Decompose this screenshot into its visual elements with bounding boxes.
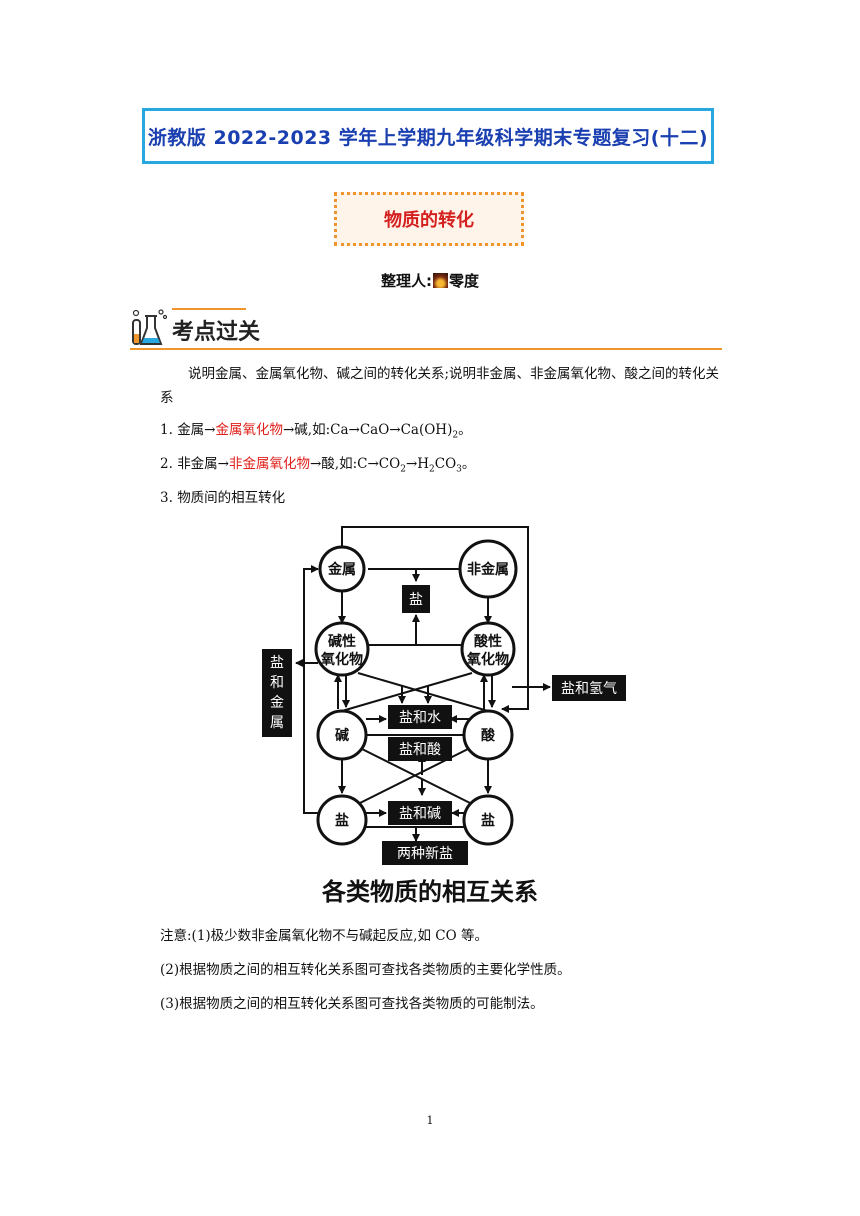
salt-base-box bbox=[388, 801, 452, 825]
salt-water-label: 盐和水 bbox=[399, 710, 441, 726]
section-header: 考点过关 bbox=[130, 306, 722, 350]
point-2-text-mid2: CO bbox=[434, 456, 457, 472]
organizer-name: 零度 bbox=[448, 272, 479, 290]
point-2-highlight: 非金属氧化物 bbox=[229, 456, 310, 472]
point-1-subscript: 2 bbox=[452, 430, 459, 441]
flame-icon bbox=[432, 273, 448, 288]
note-3: (3)根据物质之间的相互转化关系图可查找各类物质的可能制法。 bbox=[160, 996, 544, 1012]
nonmetal-label: 非金属 bbox=[467, 561, 509, 578]
point-3: 3. 物质间的相互转化 bbox=[160, 486, 730, 510]
salt-acid-box bbox=[388, 737, 452, 761]
salt-metal-box bbox=[262, 649, 292, 737]
salt-left-label: 盐 bbox=[335, 812, 349, 829]
salt-hydrogen-box bbox=[552, 675, 626, 701]
point-1-number: 1. bbox=[160, 422, 173, 438]
note-2: (2)根据物质之间的相互转化关系图可查找各类物质的主要化学性质。 bbox=[160, 962, 571, 978]
acidic-oxide-node bbox=[460, 621, 516, 677]
point-2-text-c: 。 bbox=[461, 456, 476, 472]
basic-oxide-node bbox=[314, 621, 370, 677]
topic-title-box: 物质的转化 bbox=[334, 192, 524, 246]
section-header-underline bbox=[130, 348, 722, 350]
acid-label: 酸 bbox=[481, 727, 496, 744]
salt-base-label: 盐和碱 bbox=[399, 806, 441, 822]
salt-acid-label: 盐和酸 bbox=[399, 742, 441, 758]
nonmetal-node bbox=[458, 539, 518, 599]
salt-right-label: 盐 bbox=[481, 812, 495, 829]
basic-oxide-label-2: 氧化物 bbox=[320, 651, 363, 668]
point-2-subscript-3: 3 bbox=[456, 464, 462, 475]
document-title-box: 浙教版 2022-2023 学年上学期九年级科学期末专题复习(十二) bbox=[142, 108, 714, 164]
topic-title: 物质的转化 bbox=[384, 210, 474, 231]
salt-metal-label-1: 盐 bbox=[270, 655, 284, 671]
base-node bbox=[316, 709, 368, 761]
point-1-text-b: →碱,如:Ca→CaO→Ca(OH) bbox=[283, 422, 453, 438]
organizer-label: 整理人: bbox=[380, 272, 432, 290]
salt-metal-label-4: 属 bbox=[270, 715, 284, 731]
salt-right-node bbox=[462, 794, 514, 846]
base-label: 碱 bbox=[335, 727, 349, 744]
document-title: 浙教版 2022-2023 学年上学期九年级科学期末专题复习(十二) bbox=[147, 126, 709, 149]
point-2-subscript-1: 2 bbox=[400, 464, 406, 475]
point-3-number: 3. bbox=[160, 490, 173, 506]
two-salts-box bbox=[382, 841, 468, 865]
intro-paragraph: 说明金属、金属氧化物、碱之间的转化关系;说明非金属、非金属氧化物、酸之间的转化关… bbox=[160, 366, 720, 406]
point-3-text: 物质间的相互转化 bbox=[177, 490, 286, 506]
diagram-caption: 各类物质的相互关系 bbox=[322, 878, 538, 906]
section-title: 考点过关 bbox=[172, 320, 261, 345]
point-1-text-a: 金属→ bbox=[177, 422, 216, 438]
metal-node bbox=[318, 545, 366, 593]
point-2-number: 2. bbox=[160, 456, 173, 472]
basic-oxide-label-1: 碱性 bbox=[328, 633, 356, 650]
lab-flask-icon bbox=[132, 309, 168, 345]
point-1-highlight: 金属氧化物 bbox=[215, 422, 284, 438]
substance-relation-diagram: 金属 非金属 碱性 氧化物 酸性 氧化物 碱 酸 盐 盐 盐 盐 和 金 属 盐… bbox=[262, 526, 626, 865]
organizer-line: 整理人: 零度 bbox=[0, 270, 860, 291]
acidic-oxide-label-1: 酸性 bbox=[474, 633, 502, 650]
salt-hydrogen-label: 盐和氢气 bbox=[561, 681, 617, 697]
point-2-text-mid: →H bbox=[405, 456, 430, 472]
acid-node bbox=[462, 709, 514, 761]
two-salts-label: 两种新盐 bbox=[397, 846, 453, 862]
point-2-text-b: →酸,如:C→CO bbox=[310, 456, 401, 472]
salt-metal-label-2: 和 bbox=[270, 675, 284, 691]
point-1: 1. 金属→金属氧化物→碱,如:Ca→CaO→Ca(OH)2。 bbox=[160, 418, 730, 448]
salt-water-box bbox=[388, 705, 452, 729]
note-1: 注意:(1)极少数非金属氧化物不与碱起反应,如 CO 等。 bbox=[160, 928, 488, 944]
point-2: 2. 非金属→非金属氧化物→酸,如:C→CO2→H2CO3。 bbox=[160, 452, 730, 482]
point-2-subscript-2: 2 bbox=[429, 464, 435, 475]
point-2-text-a: 非金属→ bbox=[177, 456, 229, 472]
salt-top-label: 盐 bbox=[409, 592, 423, 608]
page-number: 1 bbox=[426, 1114, 434, 1127]
salt-left-node bbox=[316, 794, 368, 846]
salt-top-box bbox=[402, 585, 430, 613]
section-header-topline bbox=[172, 308, 246, 310]
metal-label: 金属 bbox=[327, 561, 356, 578]
acidic-oxide-label-2: 氧化物 bbox=[466, 651, 509, 668]
point-1-text-c: 。 bbox=[458, 422, 472, 438]
salt-metal-label-3: 金 bbox=[270, 695, 284, 711]
